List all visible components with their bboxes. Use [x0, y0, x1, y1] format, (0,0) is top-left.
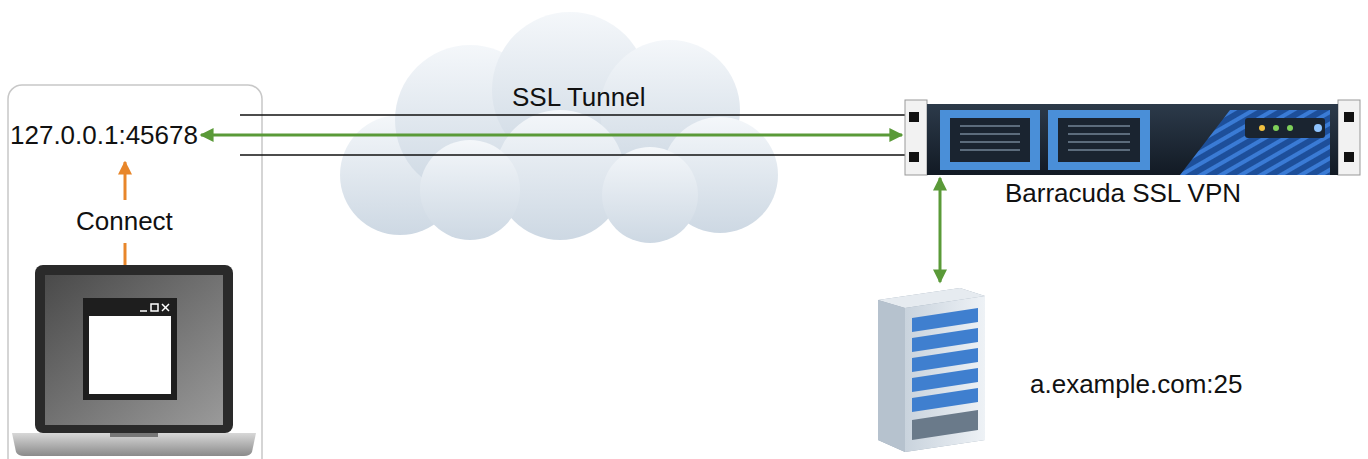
server-box: a.example.com:25: [875, 285, 985, 452]
cloud: [602, 147, 698, 243]
server: [912, 388, 978, 412]
vpn-appliance: [909, 152, 919, 162]
vpn-appliance: [1344, 112, 1354, 122]
vpn-appliance: [960, 133, 1020, 135]
client-panel: [8, 85, 262, 459]
vpn-appliance: [1273, 125, 1279, 131]
tunnel-wall: [240, 154, 905, 156]
server: [912, 410, 978, 440]
laptop: [83, 298, 177, 400]
server: [878, 288, 985, 452]
vpn-appliance: [960, 141, 1020, 143]
vpn-appliance: [1259, 125, 1265, 131]
tunnel-wall: [240, 114, 905, 116]
vpn-appliance: [1180, 110, 1330, 175]
laptop: [12, 265, 256, 456]
vpn-appliance: [950, 118, 1030, 162]
vpn-appliance: [1344, 152, 1354, 162]
vpn-appliance: [1338, 100, 1360, 175]
connect-label: Connect: [76, 206, 173, 236]
laptop: [140, 304, 169, 311]
laptop: [45, 275, 223, 425]
node-label: 127.0.0.1:45678: [10, 120, 198, 150]
server: [912, 328, 978, 352]
laptop: [162, 304, 169, 311]
tunnel-connector: [201, 134, 902, 137]
tunnel-connector: [939, 178, 942, 282]
vpn-appliance: [1068, 149, 1130, 151]
vpn-appliance: [1068, 126, 1130, 150]
vpn-appliance: [960, 125, 1020, 127]
vpn-appliance: [1245, 118, 1325, 138]
server: [878, 288, 985, 452]
connect-arrow: [124, 162, 127, 200]
node-label: Barracuda SSL VPN: [1005, 178, 1241, 208]
vpn-appliance: [1068, 141, 1130, 143]
laptop: [162, 304, 169, 311]
server: [912, 368, 978, 392]
vpn-appliance: [927, 104, 1338, 175]
laptop: [89, 316, 171, 394]
server: [878, 300, 905, 452]
vpn-appliance: [1287, 125, 1293, 131]
vpn-appliance: [1068, 125, 1130, 127]
server: [905, 296, 985, 452]
vpn-appliance: [960, 126, 1020, 150]
cloud: [340, 12, 778, 243]
vpn-appliance: [960, 149, 1020, 151]
node-label: a.example.com:25: [1030, 369, 1242, 399]
endpoint-address: 127.0.0.1:45678: [10, 120, 198, 150]
laptop: [110, 433, 158, 437]
vpn-appliance-box: Barracuda SSL VPN: [905, 100, 1360, 175]
vpn-appliance: [940, 110, 1040, 170]
vpn-appliance: [1314, 124, 1322, 132]
laptop: [35, 265, 233, 433]
laptop: [140, 310, 147, 312]
server: [912, 348, 978, 372]
vpn-appliance: [905, 100, 927, 175]
vpn-appliance: [1048, 110, 1150, 170]
vpn-appliance: [909, 112, 919, 122]
vpn-appliance: [1068, 133, 1130, 135]
server: [912, 308, 978, 332]
vpn-appliance: [905, 100, 1360, 175]
vpn-appliance: [1058, 118, 1140, 162]
server: [912, 308, 978, 412]
tunnel-label: SSL Tunnel: [512, 82, 645, 112]
laptop: [12, 433, 256, 456]
laptop: [151, 304, 158, 311]
